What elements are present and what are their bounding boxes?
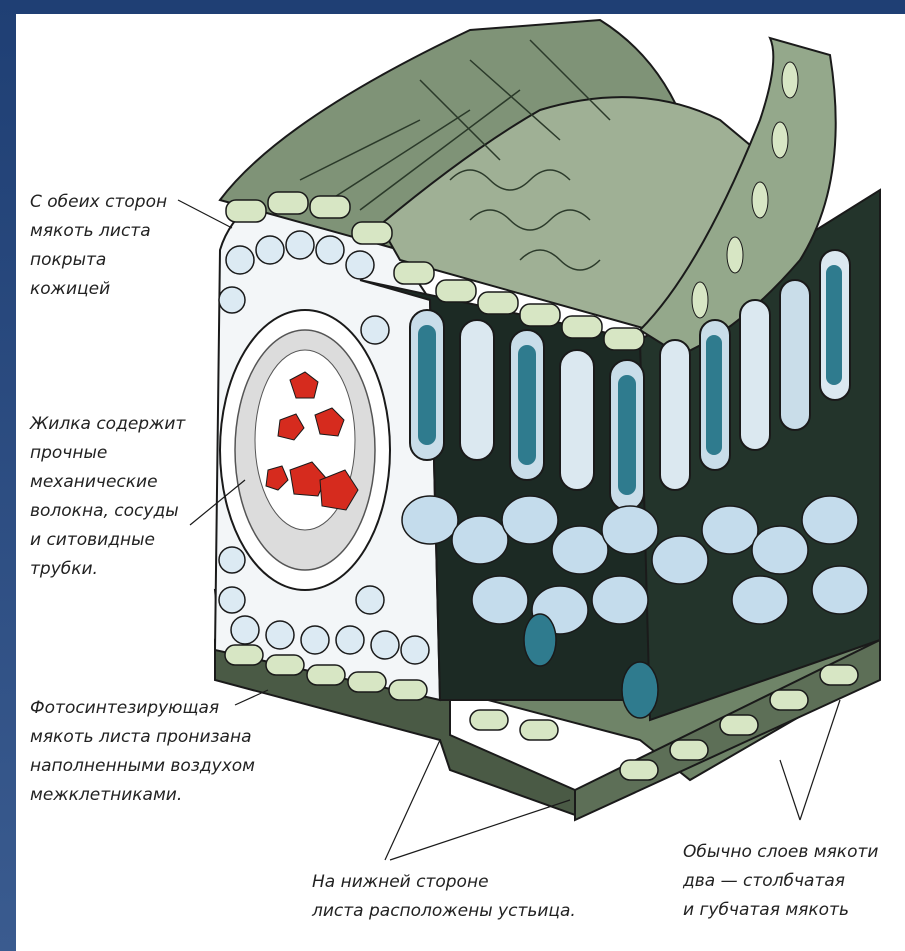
label-layers: Обычно слоев мякоти два — столбчатая и г… bbox=[683, 838, 893, 925]
vein-bundle bbox=[220, 310, 390, 590]
label-epidermis: С обеих сторон мякоть листа покрыта кожи… bbox=[30, 188, 190, 304]
label-mesophyll: Фотосинтезирующая мякоть листа пронизана… bbox=[30, 694, 260, 810]
label-vein: Жилка содержит прочные механические воло… bbox=[30, 410, 200, 584]
label-stomata: На нижней стороне листа расположены усть… bbox=[312, 868, 582, 926]
